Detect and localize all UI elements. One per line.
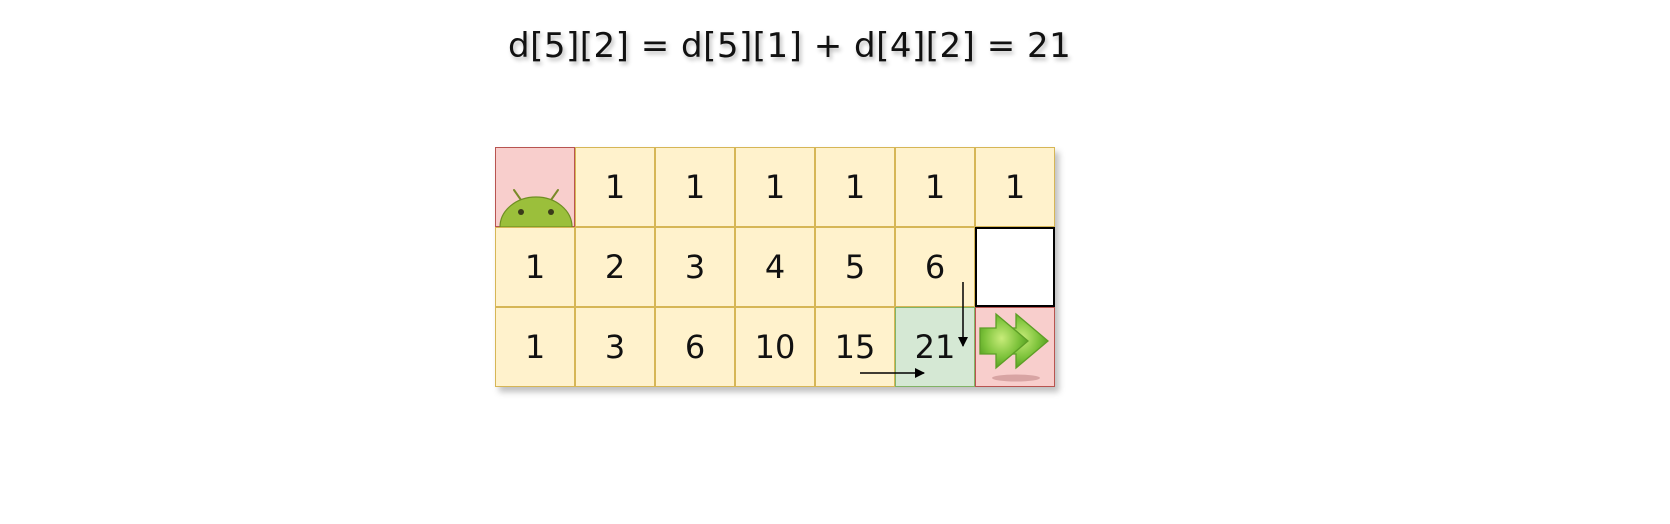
grid-cell: 1 bbox=[655, 147, 735, 227]
grid-cell-current: 21 bbox=[895, 307, 975, 387]
grid-cell-obstacle bbox=[975, 227, 1055, 307]
grid-cell: 6 bbox=[655, 307, 735, 387]
grid-cell: 1 bbox=[735, 147, 815, 227]
grid-cell: 1 bbox=[495, 227, 575, 307]
green-arrow-right-icon bbox=[979, 312, 1050, 382]
grid-cell: 1 bbox=[495, 307, 575, 387]
grid-cell: 3 bbox=[575, 307, 655, 387]
grid-cell: 1 bbox=[815, 147, 895, 227]
grid-cell: 1 bbox=[975, 147, 1055, 227]
grid-cell: 15 bbox=[815, 307, 895, 387]
android-robot-icon bbox=[499, 189, 573, 228]
grid-cell-start bbox=[495, 147, 575, 228]
grid-cell: 3 bbox=[655, 227, 735, 307]
grid-cell: 1 bbox=[575, 147, 655, 227]
grid-cell: 10 bbox=[735, 307, 815, 387]
grid-cell: 4 bbox=[735, 227, 815, 307]
grid-cell: 1 bbox=[895, 147, 975, 227]
grid-cell: 6 bbox=[895, 227, 975, 307]
formula-heading: d[5][2] = d[5][1] + d[4][2] = 21 bbox=[508, 26, 1072, 66]
grid-cell: 2 bbox=[575, 227, 655, 307]
grid-cell-goal bbox=[975, 307, 1055, 387]
grid-cell: 5 bbox=[815, 227, 895, 307]
dp-grid: 1 1 1 1 1 1 1 2 3 4 5 6 1 3 6 10 15 21 bbox=[495, 147, 1055, 387]
